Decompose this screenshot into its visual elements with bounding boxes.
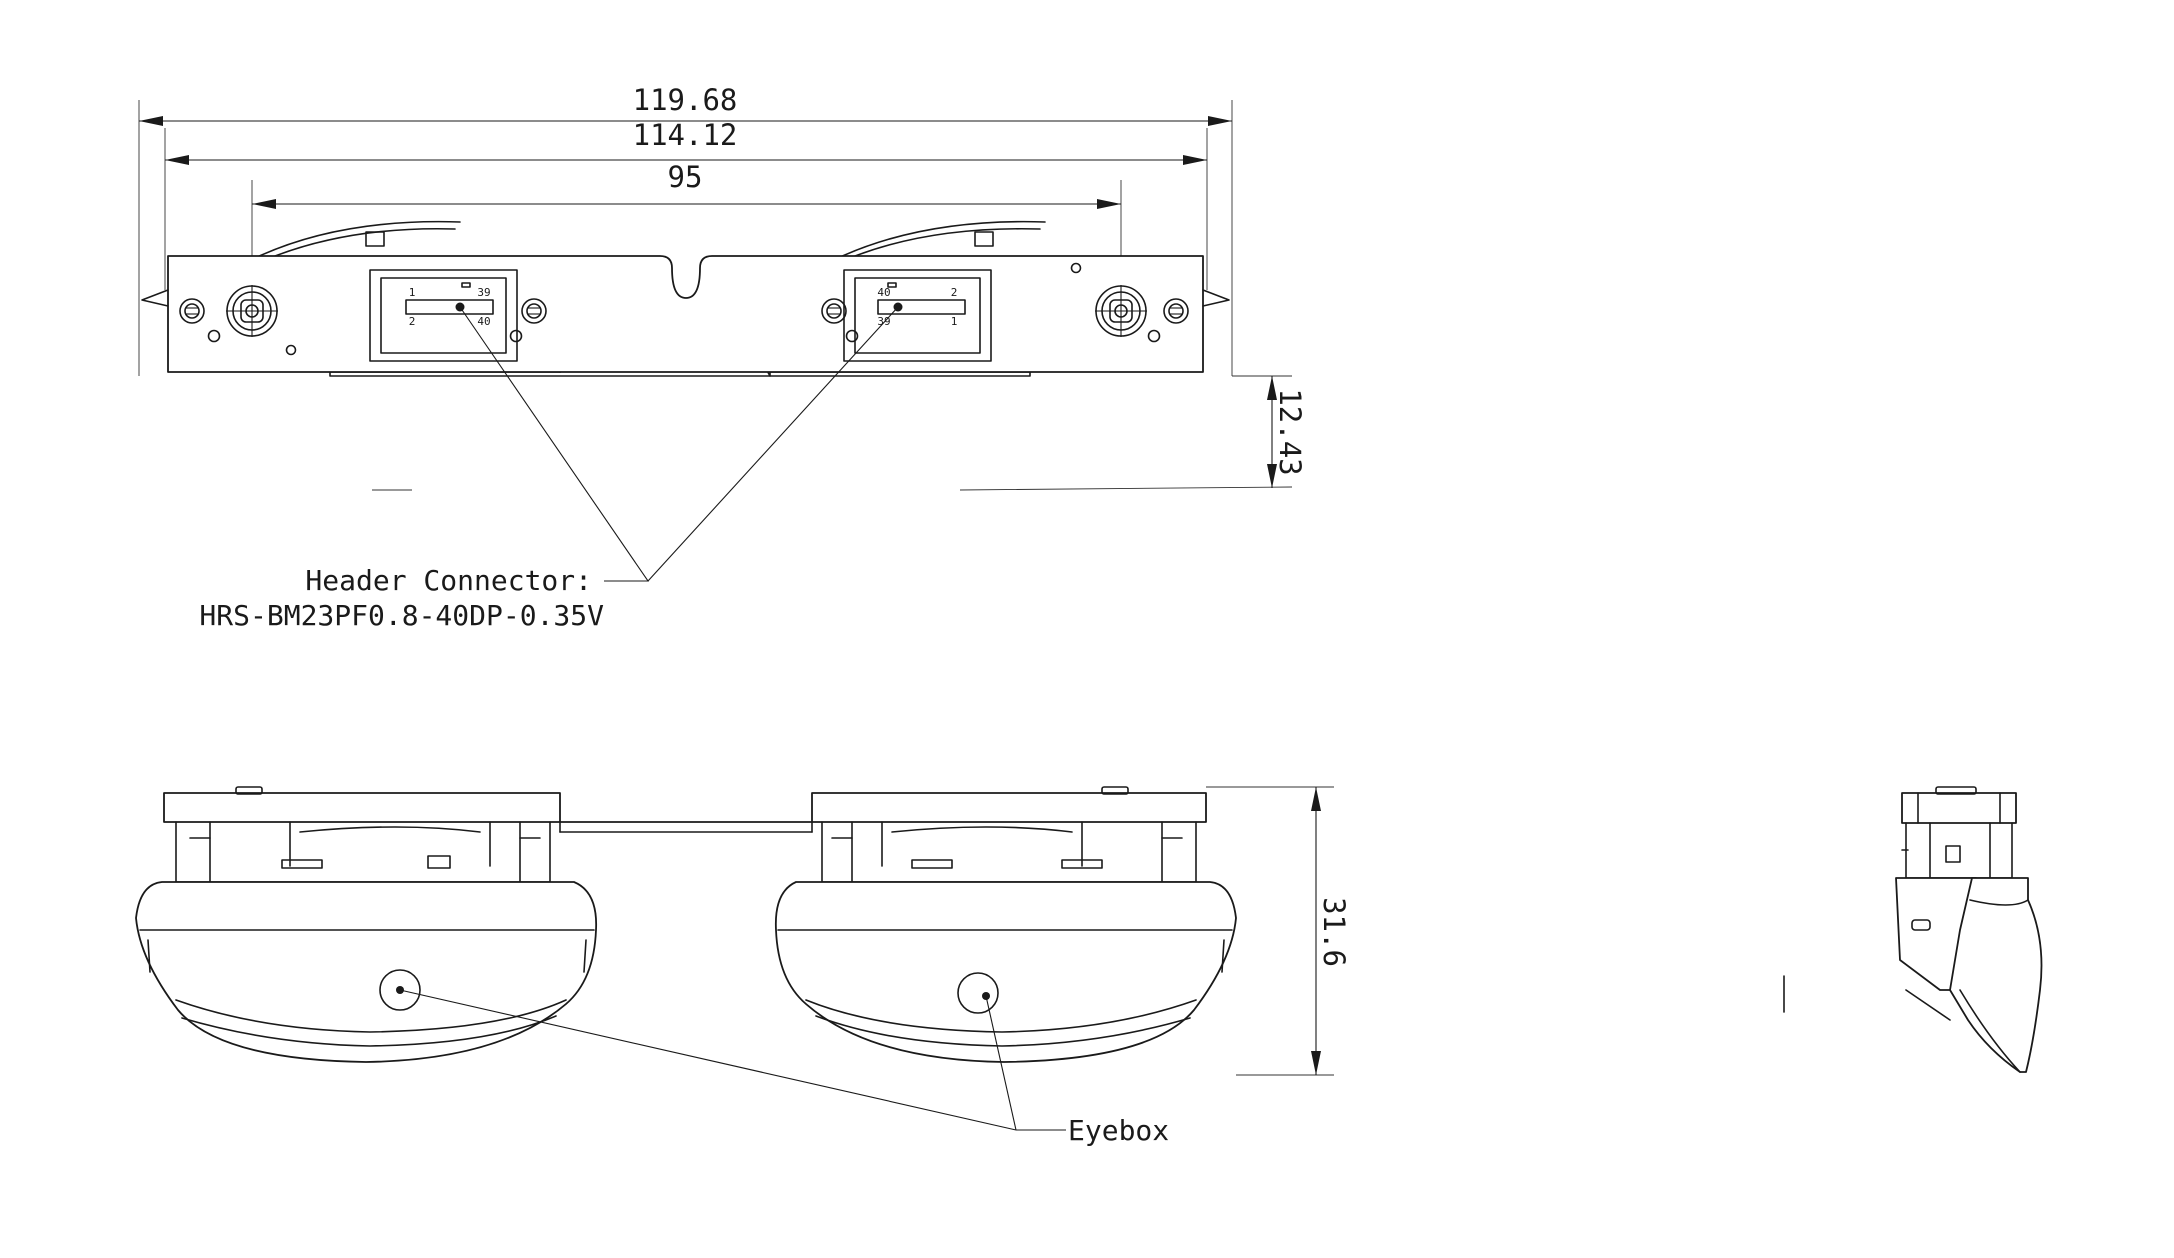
small-screw-left-inner (521, 298, 547, 324)
side-eyepiece-lens (1949, 877, 2043, 1073)
locating-hole (1070, 262, 1082, 274)
right-mounting-screw (1095, 285, 1147, 337)
locating-hole (207, 329, 221, 343)
pin-label: 39 (477, 286, 490, 299)
header-connector-part-number: HRS-BM23PF0.8-40DP-0.35V (199, 599, 604, 632)
small-screw-left-outer (179, 298, 205, 324)
locating-hole (845, 329, 859, 343)
dimension-12-43: 12.43 (372, 375, 1307, 491)
right-optical-module-frame (821, 821, 1197, 883)
eyebox-marker-right (957, 972, 999, 1014)
right-eyepiece (774, 881, 1237, 1063)
mounting-plate (167, 255, 1204, 373)
dimension-114-12: 114.12 (165, 118, 1207, 165)
small-screw-right-outer (1163, 298, 1189, 324)
header-connector-left: 1 39 2 40 (369, 269, 518, 362)
eyebox-callout: Eyebox (399, 989, 1169, 1147)
pin-label: 2 (951, 286, 958, 299)
header-connector-callout: Header Connector: HRS-BM23PF0.8-40DP-0.3… (199, 306, 899, 632)
dimension-label-119-68: 119.68 (633, 83, 738, 117)
pin-label: 1 (409, 286, 416, 299)
top-view: 119.68 114.12 95 (138, 83, 1307, 632)
front-view: 31.6 Eyebox (135, 786, 1351, 1147)
pin-label: 40 (877, 286, 890, 299)
pin-label: 2 (409, 315, 416, 328)
header-connector-title: Header Connector: (305, 564, 592, 597)
pin-label: 1 (951, 315, 958, 328)
left-optical-module-frame (175, 821, 551, 883)
dimension-31-6: 31.6 (1206, 786, 1351, 1076)
dimension-label-31-6: 31.6 (1317, 897, 1351, 967)
front-bracket (163, 792, 1207, 823)
eyebox-label: Eyebox (1068, 1114, 1169, 1147)
locating-hole (285, 344, 297, 356)
locating-hole (509, 329, 523, 343)
pin-label: 40 (477, 315, 490, 328)
left-mounting-screw (226, 285, 278, 337)
dimension-95: 95 (252, 160, 1121, 209)
side-view (1783, 786, 2043, 1073)
locating-hole (1147, 329, 1161, 343)
eyebox-marker-left (379, 969, 421, 1011)
dimension-119-68: 119.68 (139, 83, 1232, 126)
small-screw-right-inner (821, 298, 847, 324)
dimension-label-12-43: 12.43 (1273, 388, 1307, 475)
dimension-label-114-12: 114.12 (633, 118, 738, 152)
dimension-label-95: 95 (668, 160, 703, 194)
left-eyepiece (135, 881, 597, 1063)
